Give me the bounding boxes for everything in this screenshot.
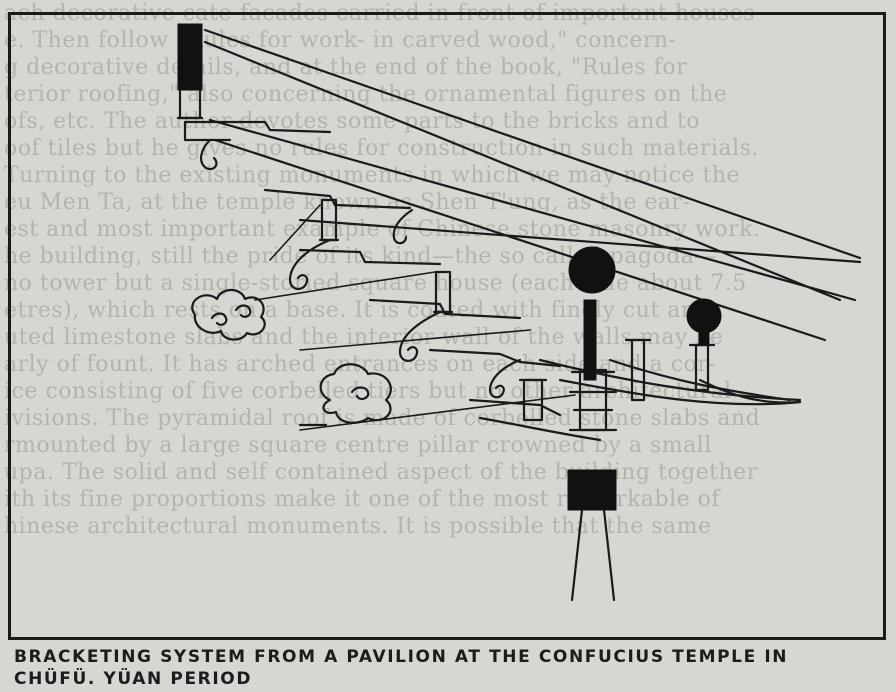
pointer-lines [254,204,576,431]
show-through-line: no tower but a single-storied square hou… [4,271,747,296]
bracketing-system-drawing [176,23,862,602]
caption-line-1: BRACKETING SYSTEM FROM A PAVILION AT THE… [14,647,789,667]
cloud-motif-lower [298,363,392,427]
show-through-line: upa. The solid and self contained aspect… [4,460,758,485]
upper-post-cap [177,23,203,91]
cloud-motif-upper [191,288,266,341]
show-through-line: Turning to the existing monuments in whi… [4,163,741,188]
roof-rafters [203,28,862,342]
scroll-brackets [200,138,522,399]
show-through-line: oof tiles but he gives no rules for cons… [4,136,759,161]
illustration-frame [8,12,886,640]
show-through-text: ach decorative cate-facades carried in f… [4,1,760,539]
show-through-line: ofs, etc. The author devotes some parts … [4,109,701,134]
eave-sweeps [478,358,802,442]
show-through-line: rmounted by a large square centre pillar… [4,433,712,458]
dark-orb-small [686,298,722,334]
caption-line-2: CHÜFÜ. YÜAN PERIOD [14,669,253,689]
show-through-line: eu Men Ta, at the temple known as Shen T… [4,190,691,215]
figure-caption: BRACKETING SYSTEM FROM A PAVILION AT THE… [14,646,890,690]
lower-column [570,508,616,602]
show-through-line: uted limestone slabs and the interior wa… [4,325,724,350]
dark-orb-large [568,246,616,294]
show-through-line: e. Then follow "Rules for work- in carve… [4,28,677,53]
central-post [583,299,597,381]
show-through-line: g decorative details, and at the end of … [4,55,688,80]
show-through-line: hinese architectural monuments. It is po… [4,514,712,539]
column-capital [567,469,617,511]
